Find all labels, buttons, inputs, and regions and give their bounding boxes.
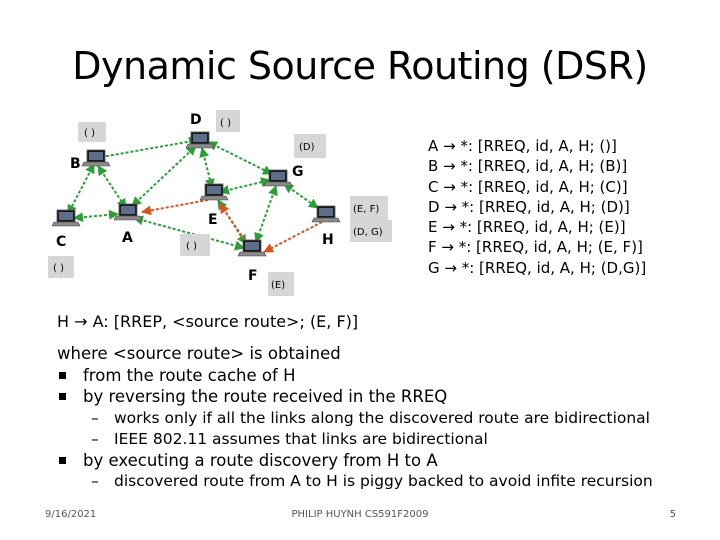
route-h2: (D, G)	[353, 227, 383, 238]
rreq-row-e: E → *: [RREQ, id, A, H; (E)]	[428, 218, 626, 237]
route-h1: (E, F)	[353, 204, 379, 215]
route-box-h1	[350, 196, 388, 220]
bullet-reverse-route: by reversing the route received in the R…	[57, 386, 697, 408]
rreq-message-list: A → *: [RREQ, id, A, H; ()] B → *: [RREQ…	[428, 136, 713, 278]
link-a-d	[131, 145, 197, 207]
laptop-icon-e	[199, 183, 229, 201]
node-label-b: B	[70, 156, 81, 172]
rreq-row-c: C → *: [RREQ, id, A, H; (C)]	[428, 177, 628, 196]
laptop-icon-h	[311, 205, 341, 223]
bullet-route-discovery: by executing a route discovery from H to…	[57, 450, 697, 472]
sub-bullet-text: IEEE 802.11 assumes that links are bidir…	[114, 429, 488, 448]
rrep-route	[141, 199, 323, 253]
page-number: 5	[669, 509, 676, 520]
sub-bullet-ieee: –IEEE 802.11 assumes that links are bidi…	[57, 429, 697, 450]
sub-bullet-bidirectional: –works only if all the links along the d…	[57, 408, 697, 429]
route-c: ( )	[53, 263, 64, 274]
bullet-route-cache: from the route cache of H	[57, 365, 697, 387]
slide-title: Dynamic Source Routing (DSR)	[72, 44, 648, 88]
route-f: (E)	[271, 280, 285, 291]
route-g: (D)	[299, 142, 315, 153]
sub-bullet-text: discovered route from A to H is piggy ba…	[114, 472, 653, 490]
link-b-d	[95, 136, 199, 162]
reply-h-f	[263, 221, 323, 253]
laptop-icon-b	[81, 149, 111, 167]
node-label-f: F	[248, 268, 258, 284]
link-e-g	[219, 177, 271, 195]
route-d: ( )	[220, 118, 231, 129]
route-box-g	[294, 134, 326, 158]
dash-icon: –	[91, 429, 99, 448]
rreq-row-a: A → *: [RREQ, id, A, H; ()]	[428, 137, 617, 155]
rreq-links	[67, 136, 319, 251]
route-box-f	[268, 272, 294, 296]
route-a: ( )	[186, 241, 197, 252]
network-diagram: B C A D E F G H ( ) ( ) (D) (E, F) (D, G…	[48, 110, 392, 296]
link-d-e	[199, 147, 215, 189]
footer-author: PHILIP HUYNH CS591F2009	[291, 509, 429, 520]
link-g-h	[283, 183, 319, 209]
route-box-a	[180, 234, 210, 256]
route-box-h2	[350, 220, 392, 242]
reply-e-a	[141, 199, 209, 216]
route-box-d	[216, 110, 240, 132]
link-c-a	[73, 209, 119, 223]
link-b-c	[67, 163, 95, 215]
node-label-d: D	[190, 112, 202, 128]
rreq-row-d: D → *: [RREQ, id, A, H; (D)]	[428, 197, 630, 216]
laptop-icon-d	[185, 131, 215, 149]
node-label-h: H	[322, 232, 334, 248]
node-label-g: G	[292, 164, 304, 180]
link-a-f	[133, 215, 245, 251]
intro-text: where <source route> is obtained	[57, 344, 341, 363]
explanation-list: where <source route> is obtained from th…	[57, 343, 697, 492]
dash-icon: –	[91, 408, 99, 427]
sub-bullet-piggyback: –discovered route from A to H is piggy b…	[57, 471, 697, 492]
node-label-a: A	[122, 230, 133, 246]
route-box-b	[78, 122, 106, 142]
rreq-row-b: B → *: [RREQ, id, A, H; (B)]	[428, 157, 628, 176]
rreq-row-g: G → *: [RREQ, id, A, H; (D,G)]	[428, 258, 647, 277]
rrep-message: H → A: [RREP, <source route>; (E, F)]	[57, 312, 359, 331]
reply-f-e	[219, 203, 251, 249]
node-label-e: E	[208, 212, 218, 228]
route-box-c	[48, 256, 74, 278]
node-label-c: C	[56, 234, 66, 250]
footer-date: 9/16/2021	[45, 509, 97, 520]
laptop-icon-a	[113, 203, 143, 221]
link-d-g	[207, 141, 273, 175]
link-g-f	[254, 185, 278, 243]
rreq-row-f: F → *: [RREQ, id, A, H; (E, F)]	[428, 238, 643, 257]
route-b: ( )	[84, 128, 95, 139]
link-b-a	[97, 165, 127, 209]
sub-bullet-text: works only if all the links along the di…	[114, 408, 650, 427]
dash-icon: –	[91, 472, 99, 490]
